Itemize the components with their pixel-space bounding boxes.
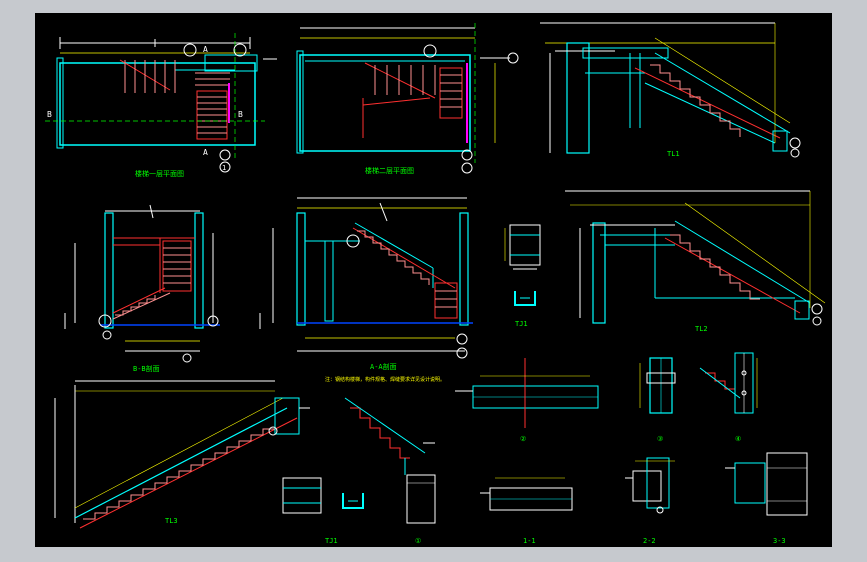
section-b-title: B-B剖面 [133, 364, 160, 373]
detail-4: ④ [699, 352, 758, 443]
detail-11-title: 1-1 [523, 537, 536, 545]
detail-33-title: 3-3 [773, 537, 786, 545]
plan-2: 楼梯二层平面图 [296, 23, 519, 175]
tj1-title: TJ1 [515, 320, 528, 328]
detail-22: 2-2 [625, 457, 675, 545]
cad-drawing-canvas: A A B B 1 楼梯一层平面图 楼梯二层平面图 [35, 13, 832, 547]
detail-2-title: ② [520, 435, 526, 443]
plan-2-title: 楼梯二层平面图 [365, 166, 414, 175]
cad-drawing: A A B B 1 楼梯一层平面图 楼梯二层平面图 [45, 22, 826, 545]
detail-1-title: ① [415, 537, 421, 545]
tj1-bottom-title: TJ1 [325, 537, 338, 545]
detail-tj1-bottom: TJ1 [282, 477, 364, 545]
detail-2-beam: ② [455, 358, 599, 443]
plan-1: A A B B 1 楼梯一层平面图 [45, 33, 277, 178]
section-b-marker-left: B [47, 110, 52, 119]
section-a-marker-bottom: A [203, 148, 208, 157]
detail-1-landing: ① [344, 397, 436, 545]
detail-tj1-top: TJ1 [504, 224, 541, 328]
detail-11: 1-1 [480, 477, 573, 545]
grid-axis-marker: 1 [222, 164, 226, 172]
detail-22-title: 2-2 [643, 537, 656, 545]
elevation-tl1: TL1 [540, 22, 801, 158]
detail-33: 3-3 [725, 452, 808, 545]
detail-4-title: ④ [735, 435, 741, 443]
general-note: 注：钢结构楼梯，构件规格、焊缝要求详见设计说明。 [325, 376, 445, 383]
elevation-tl2: TL2 [565, 190, 826, 333]
section-b-b: B-B剖面 [64, 204, 220, 373]
section-b-marker-right: B [238, 110, 243, 119]
tl2-title: TL2 [695, 325, 708, 333]
section-a-marker-top: A [203, 45, 208, 54]
tl1-title: TL1 [667, 150, 680, 158]
detail-3-title: ③ [657, 435, 663, 443]
detail-3: ③ [639, 357, 676, 443]
plan-1-title: 楼梯一层平面图 [135, 169, 184, 178]
section-a-title: A-A剖面 [370, 362, 397, 371]
section-a-a: A-A剖面 注：钢结构楼梯，构件规格、焊缝要求详见设计说明。 [259, 197, 473, 383]
elevation-tl3: TL3 [54, 380, 310, 529]
tl3-title: TL3 [165, 517, 178, 525]
